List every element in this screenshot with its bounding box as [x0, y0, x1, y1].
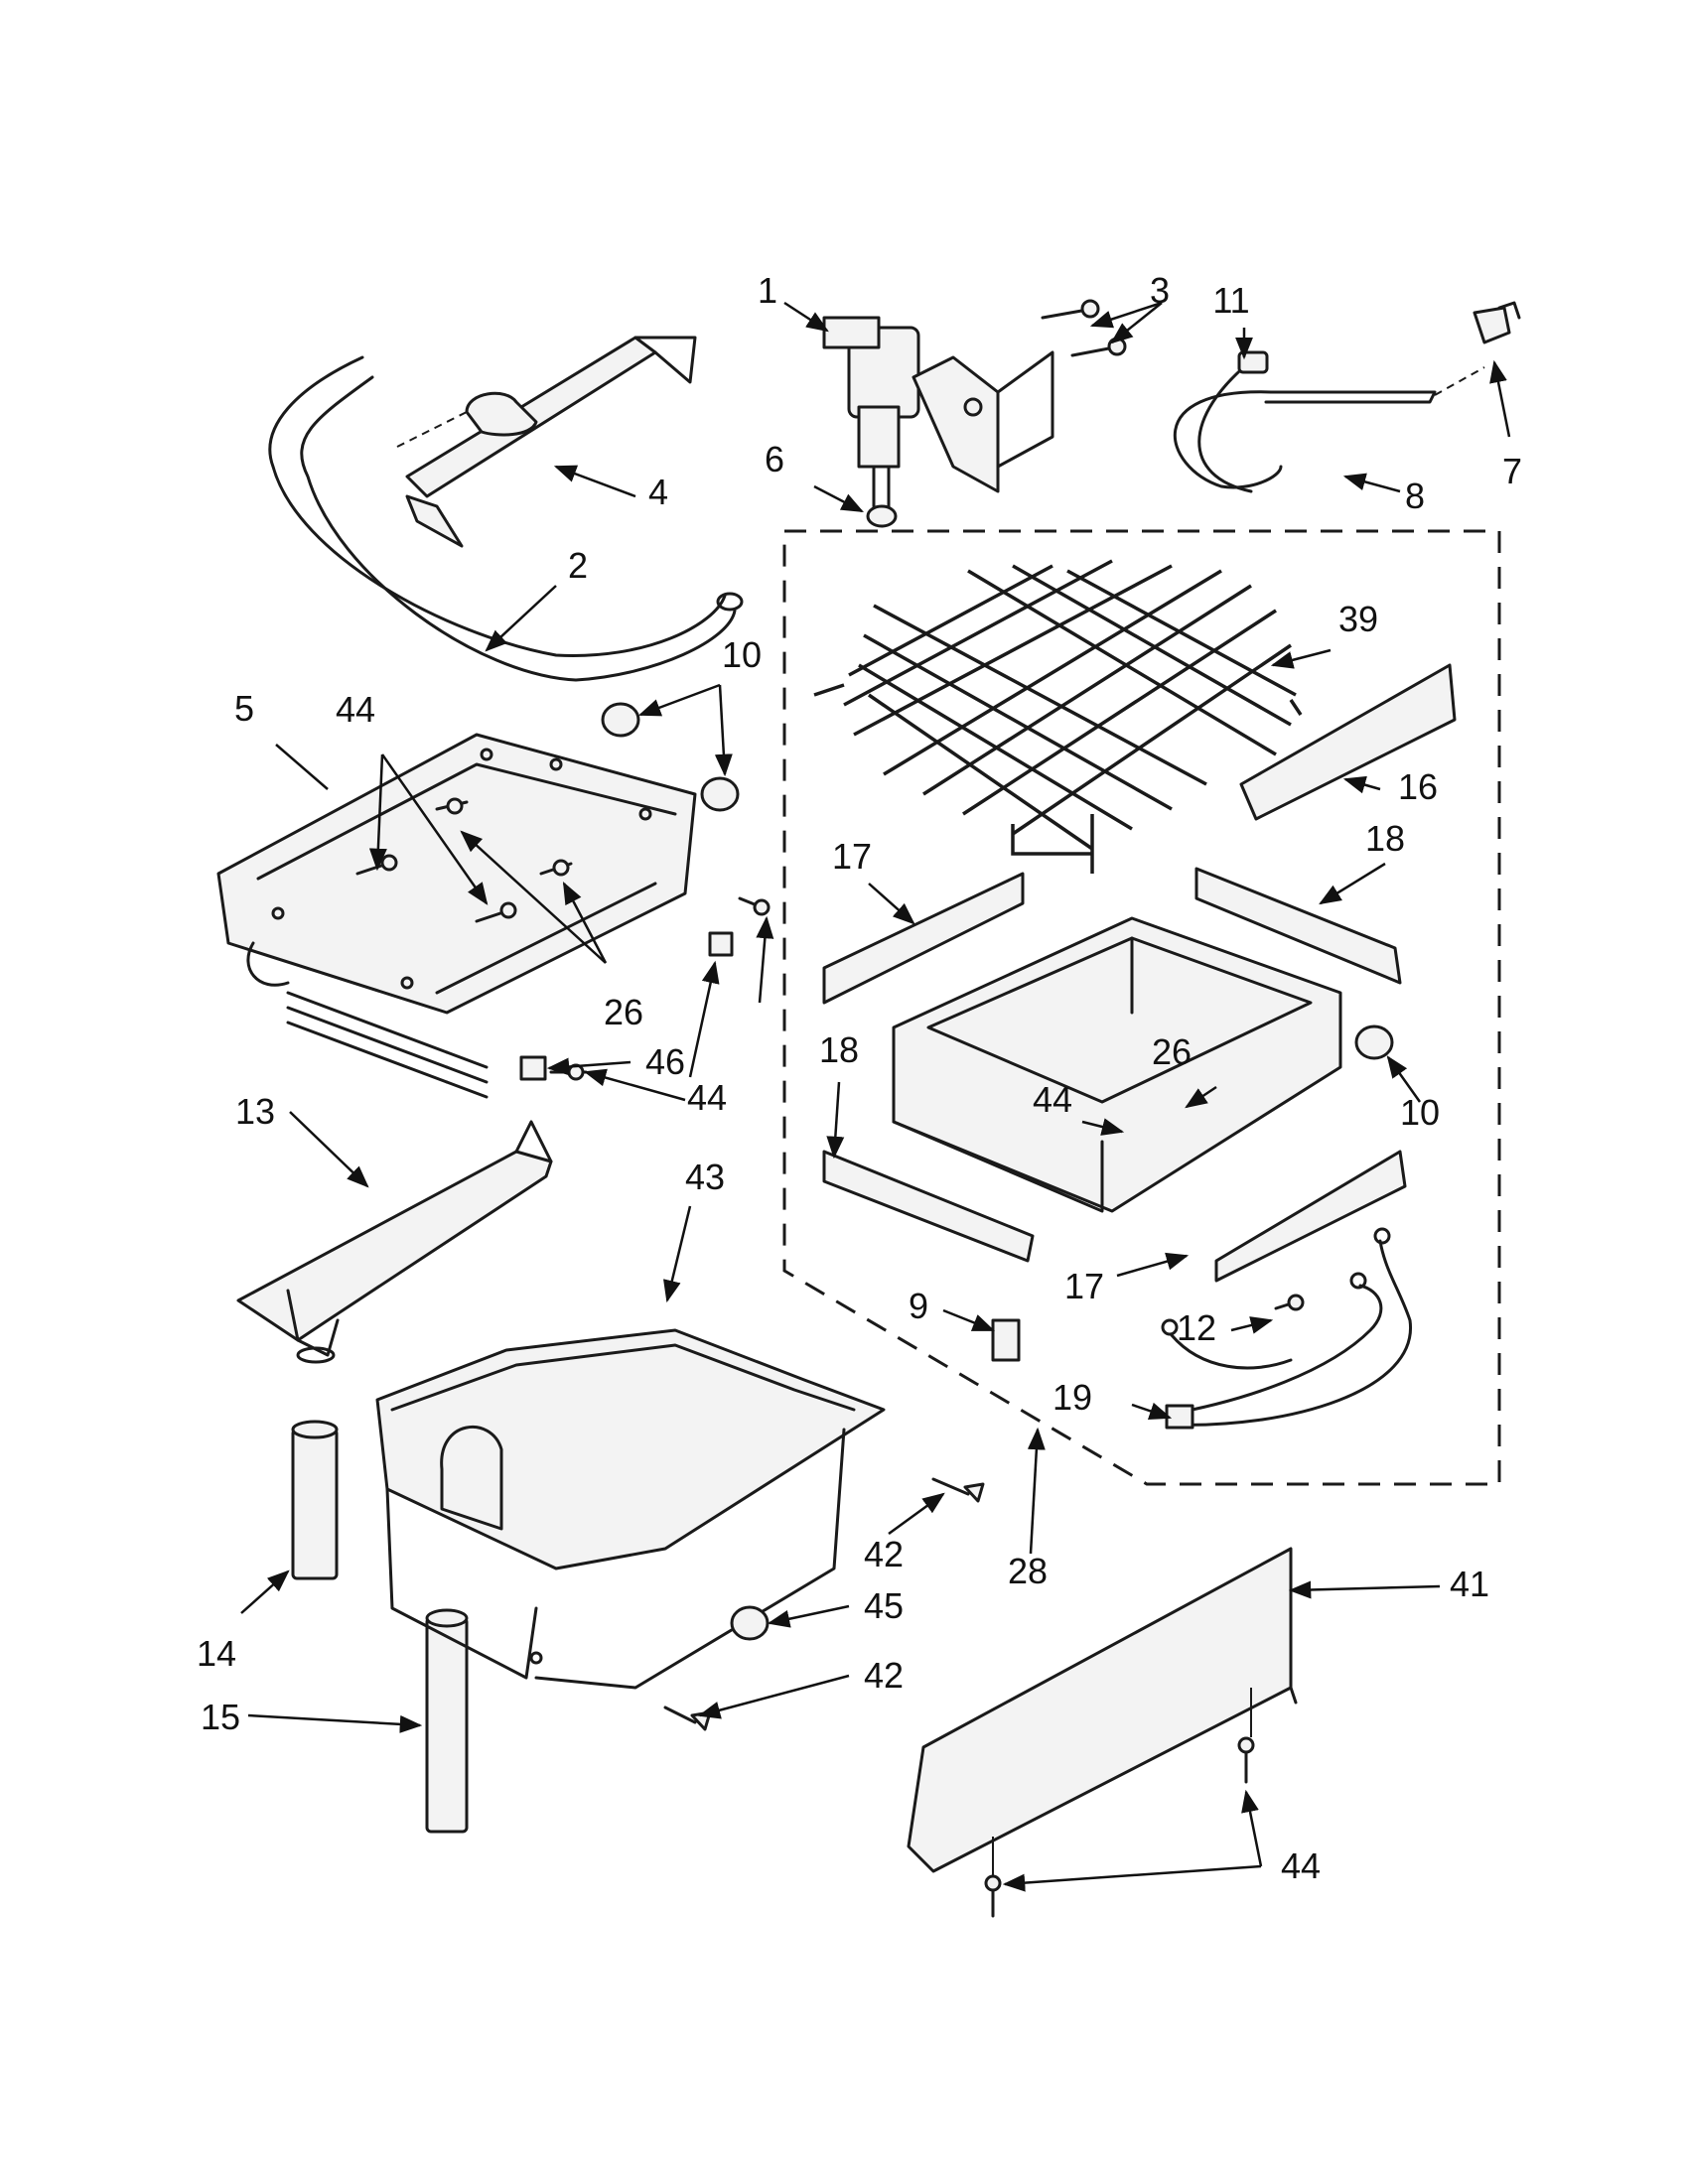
front-cover	[907, 1547, 1298, 1918]
callout-41: 41	[1450, 1564, 1489, 1604]
callout-7: 7	[1502, 451, 1522, 491]
plug	[1473, 301, 1521, 344]
bumpers	[601, 702, 1394, 1060]
callout-44-lower: 44	[687, 1077, 727, 1118]
callout-19: 19	[1052, 1377, 1092, 1418]
callout-46: 46	[645, 1041, 685, 1082]
callout-10-right: 10	[1400, 1092, 1440, 1133]
callout-4: 4	[648, 472, 668, 512]
callout-11: 11	[1212, 280, 1249, 321]
drain-trough	[236, 1120, 553, 1364]
callout-12: 12	[1177, 1307, 1216, 1348]
callout-28: 28	[1008, 1551, 1048, 1591]
leader-lines	[240, 301, 1511, 1892]
callout-labels: 1 3 11 6 4 7 8 2 39 10 5 44 16 17 18 26 …	[197, 270, 1522, 1886]
icemaker-assembly-outline	[782, 529, 1501, 1486]
callout-18-left: 18	[819, 1029, 859, 1070]
bracket-assembly	[216, 733, 697, 1099]
nut	[866, 504, 898, 528]
callout-13: 13	[235, 1091, 275, 1132]
callout-8: 8	[1405, 476, 1425, 516]
callout-39: 39	[1338, 599, 1378, 639]
bracket-18-top	[1194, 867, 1402, 985]
bracket-17-bottom	[1214, 1150, 1407, 1283]
fill-tube-heater	[1173, 350, 1485, 493]
ice-mold-tray	[892, 916, 1342, 1213]
callout-26-left: 26	[604, 992, 643, 1032]
callout-45: 45	[864, 1585, 904, 1626]
callout-10-left: 10	[722, 634, 762, 675]
callout-5: 5	[234, 688, 254, 729]
drain-tube-long	[425, 1608, 469, 1834]
callout-44-left: 44	[336, 689, 375, 730]
screws-3	[1041, 299, 1127, 357]
fill-tube	[268, 355, 744, 682]
bracket-18-bottom	[822, 1150, 1035, 1263]
shield	[1239, 663, 1457, 821]
callout-44-bottom: 44	[1281, 1845, 1321, 1886]
callout-14: 14	[197, 1633, 236, 1674]
callout-16: 16	[1398, 766, 1438, 807]
callout-42-lower: 42	[864, 1655, 904, 1696]
water-valve	[822, 316, 1054, 508]
callout-6: 6	[765, 439, 784, 479]
callout-44-mid: 44	[1033, 1079, 1072, 1120]
callout-17-top: 17	[832, 836, 872, 877]
clips	[519, 931, 734, 1081]
clip-9	[991, 1318, 1021, 1362]
callout-18-top: 18	[1365, 818, 1405, 859]
callout-2: 2	[568, 545, 588, 586]
callout-17-bottom: 17	[1064, 1266, 1104, 1306]
callout-3: 3	[1150, 270, 1170, 311]
foot	[730, 1605, 770, 1641]
callout-9: 9	[909, 1286, 928, 1326]
callout-42-upper: 42	[864, 1534, 904, 1574]
callout-15: 15	[201, 1697, 240, 1737]
callout-43: 43	[685, 1157, 725, 1197]
callout-26-right: 26	[1152, 1031, 1192, 1072]
fill-cup	[396, 336, 697, 548]
callout-1: 1	[758, 270, 777, 311]
heater-grid	[813, 559, 1303, 874]
drain-tube-short	[291, 1420, 339, 1580]
bracket-17-top	[822, 872, 1025, 1005]
